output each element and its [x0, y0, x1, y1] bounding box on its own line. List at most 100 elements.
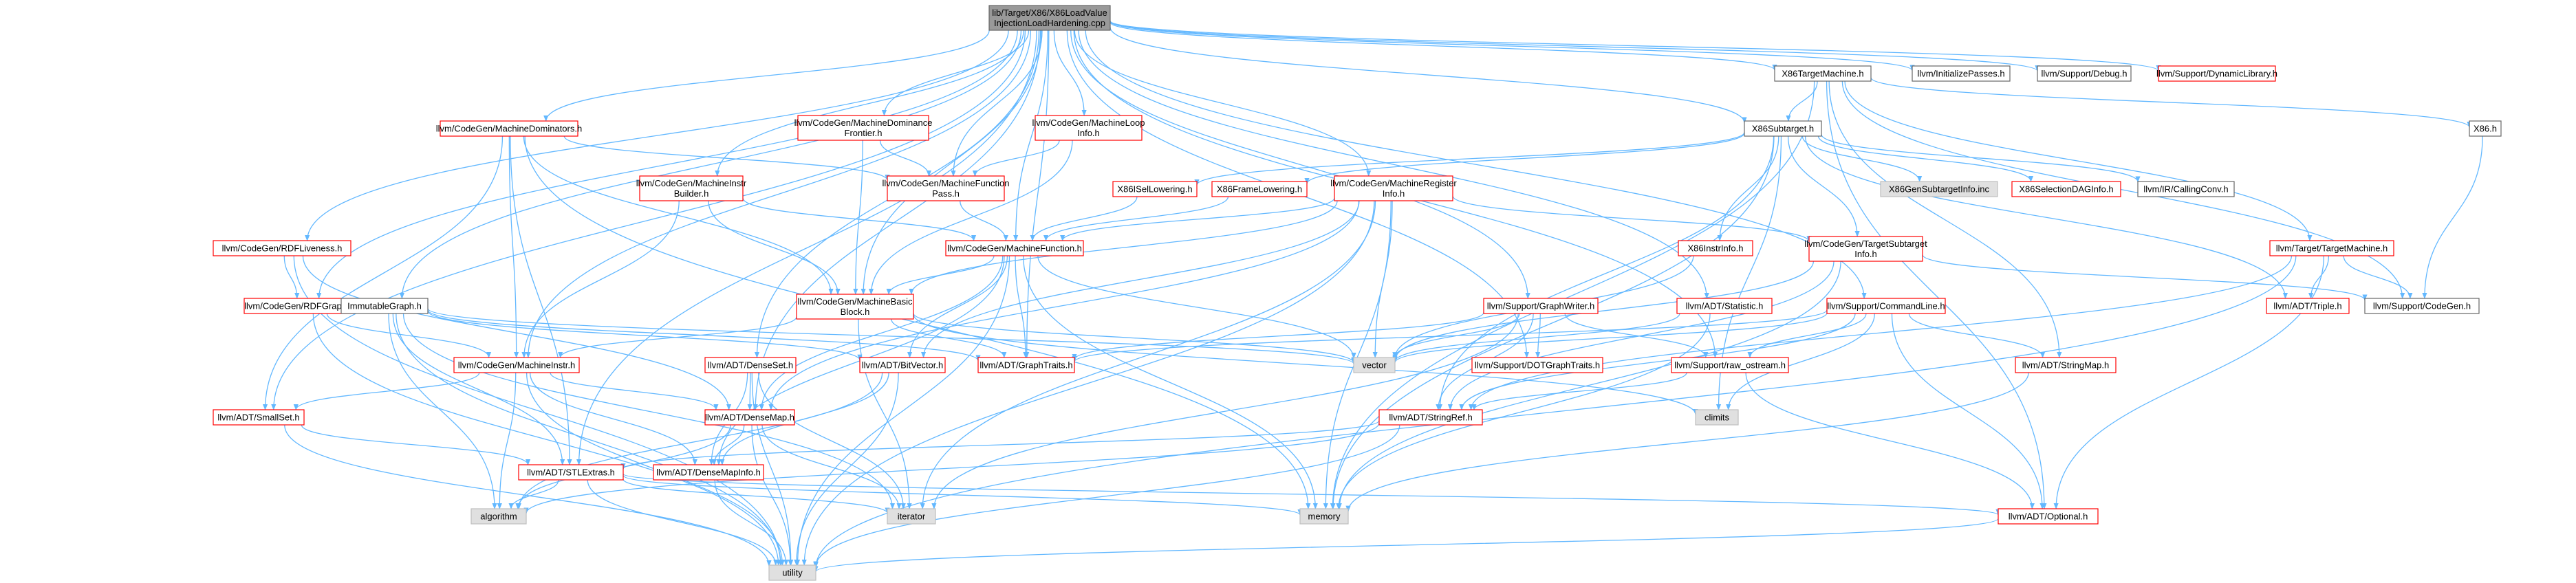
node-x86instr[interactable]: X86InstrInfo.h [1678, 240, 1753, 256]
node-box [2269, 240, 2394, 256]
node-adtgraphtraits[interactable]: llvm/ADT/GraphTraits.h [977, 357, 1075, 373]
node-callconv[interactable]: llvm/IR/CallingConv.h [2137, 181, 2235, 197]
node-cmdline[interactable]: llvm/Support/CommandLine.h [1826, 298, 1946, 314]
node-adttriple[interactable]: llvm/ADT/Triple.h [2266, 298, 2350, 314]
node-immgraph[interactable]: ImmutableGraph.h [340, 298, 429, 314]
node-x86sub[interactable]: X86Subtarget.h [1744, 120, 1822, 137]
node-adtsmallset[interactable]: llvm/ADT/SmallSet.h [213, 409, 305, 426]
node-graphwriter[interactable]: llvm/Support/GraphWriter.h [1483, 298, 1599, 314]
edge-x86tm-to-x86h [1870, 77, 2472, 128]
node-label: Info.h [1383, 188, 1405, 199]
node-label: llvm/CodeGen/TargetSubtarget [1804, 239, 1927, 249]
node-adtdmi[interactable]: llvm/ADT/DenseMapInfo.h [653, 464, 764, 481]
node-iterator[interactable]: iterator [887, 508, 936, 525]
edge-adtdensemap-to-iterator [761, 424, 902, 509]
node-x86isel[interactable]: X86ISelLowering.h [1112, 181, 1198, 197]
node-label: llvm/CodeGen/MachineBasic [798, 296, 913, 307]
node-label: llvm/ADT/Triple.h [2273, 301, 2341, 311]
edge-graphwriter-to-iterator [931, 313, 1519, 509]
node-label: llvm/ADT/BitVector.h [862, 360, 943, 371]
node-algorithm[interactable]: algorithm [470, 508, 527, 525]
node-targetmachine[interactable]: llvm/Target/TargetMachine.h [2269, 240, 2394, 256]
edge-cgmreg-to-iterator [920, 200, 1376, 509]
node-memory[interactable]: memory [1299, 508, 1349, 525]
edge-cmdline-to-vector [1392, 312, 1828, 364]
edge-x86frame-to-cgmf [1043, 196, 1229, 241]
node-label: memory [1308, 512, 1341, 522]
node-adtbitvec[interactable]: llvm/ADT/BitVector.h [859, 357, 946, 373]
node-box [1676, 298, 1773, 314]
edge-adtstrref-to-algorithm [523, 422, 1380, 514]
node-initpasses[interactable]: llvm/InitializePasses.h [1912, 65, 2011, 82]
node-label: X86FrameLowering.h [1217, 184, 1302, 195]
edge-adtstat-to-memory [1336, 313, 1711, 509]
edge-root-to-initpasses [1110, 21, 1915, 72]
edge-adtdmi-to-utility [714, 479, 789, 566]
node-label: Info.h [1854, 249, 1877, 259]
node-x86tm[interactable]: X86TargetMachine.h [1774, 65, 1872, 82]
edge-x86sub-to-callconv [1821, 134, 2141, 183]
node-climits[interactable]: climits [1695, 409, 1739, 426]
edge-immgraph-to-iterator [402, 313, 896, 509]
node-cgminstr[interactable]: llvm/CodeGen/MachineInstr.h [453, 357, 580, 373]
node-label: llvm/IR/CallingConv.h [2143, 184, 2228, 195]
node-x86subinc[interactable]: X86GenSubtargetInfo.inc [1880, 181, 1998, 197]
node-cgrdfg[interactable]: llvm/CodeGen/RDFGraph.h [243, 298, 355, 314]
node-debug[interactable]: llvm/Support/Debug.h [2037, 65, 2132, 82]
edge-x86sub-to-x86seldag [1817, 135, 2034, 182]
node-cgrdfl[interactable]: llvm/CodeGen/RDFLiveness.h [213, 240, 351, 256]
node-supcodegen[interactable]: llvm/Support/CodeGen.h [2364, 298, 2480, 314]
node-adtdenseset[interactable]: llvm/ADT/DenseSet.h [704, 357, 797, 373]
node-cgdom[interactable]: llvm/CodeGen/MachineDominators.h [436, 120, 582, 137]
edge-x86h-to-supcodegen [2422, 135, 2483, 299]
node-cgmf[interactable]: llvm/CodeGen/MachineFunction.h [945, 240, 1084, 256]
node-box [988, 5, 1111, 31]
node-box [704, 409, 795, 426]
node-label: X86GenSubtargetInfo.inc [1889, 184, 1989, 195]
node-adtstlextras[interactable]: llvm/ADT/STLExtras.h [518, 464, 624, 481]
node-box [1826, 298, 1946, 314]
node-adtdensemap[interactable]: llvm/ADT/DenseMap.h [704, 409, 795, 426]
node-x86h[interactable]: X86.h [2469, 120, 2502, 137]
edge-immgraph-to-utility [396, 313, 783, 566]
node-utility[interactable]: utility [768, 564, 816, 581]
node-adtstat[interactable]: llvm/ADT/Statistic.h [1676, 298, 1773, 314]
node-box [453, 357, 580, 373]
node-x86frame[interactable]: X86FrameLowering.h [1211, 181, 1308, 197]
node-rawostream[interactable]: llvm/Support/raw_ostream.h [1671, 357, 1789, 373]
node-label: llvm/CodeGen/RDFLiveness.h [222, 243, 343, 254]
edge-cgminstr-to-adtdensemap [550, 372, 719, 410]
edge-root-to-adtgraphtraits [1024, 30, 1050, 358]
edge-root-to-cgmreg [1074, 30, 1372, 177]
node-label: llvm/ADT/DenseMapInfo.h [656, 468, 761, 478]
node-box [1774, 65, 1872, 82]
node-label: llvm/Support/GraphWriter.h [1487, 301, 1595, 311]
node-label: Builder.h [674, 188, 709, 199]
node-label: InjectionLoadHardening.cpp [994, 18, 1105, 28]
node-x86seldag[interactable]: X86SelectionDAGInfo.h [2011, 181, 2121, 197]
edge-x86sub-to-adtstrref [1437, 135, 1775, 410]
node-label: llvm/ADT/StringRef.h [1389, 412, 1472, 423]
node-dotgraph[interactable]: llvm/Support/DOTGraphTraits.h [1471, 357, 1603, 373]
edge-cgrdfl-to-cgrdfg [283, 255, 300, 299]
node-dynlib[interactable]: llvm/Support/DynamicLibrary.h [2156, 65, 2277, 82]
node-label: ImmutableGraph.h [347, 301, 422, 311]
node-box [1483, 298, 1599, 314]
edge-x86sub-to-x86instr [1717, 135, 1779, 241]
node-adtoptional[interactable]: llvm/ADT/Optional.h [1998, 508, 2099, 525]
node-adtstrref[interactable]: llvm/ADT/StringRef.h [1378, 409, 1483, 426]
edge-adtstlextras-to-iterator [623, 478, 890, 514]
node-vector[interactable]: vector [1353, 357, 1396, 373]
node-adtstrmap[interactable]: llvm/ADT/StringMap.h [2015, 357, 2117, 373]
node-label: llvm/CodeGen/MachineDominators.h [436, 124, 582, 134]
edge-adtbitvec-to-algorithm [516, 372, 883, 509]
node-box [1998, 508, 2099, 525]
